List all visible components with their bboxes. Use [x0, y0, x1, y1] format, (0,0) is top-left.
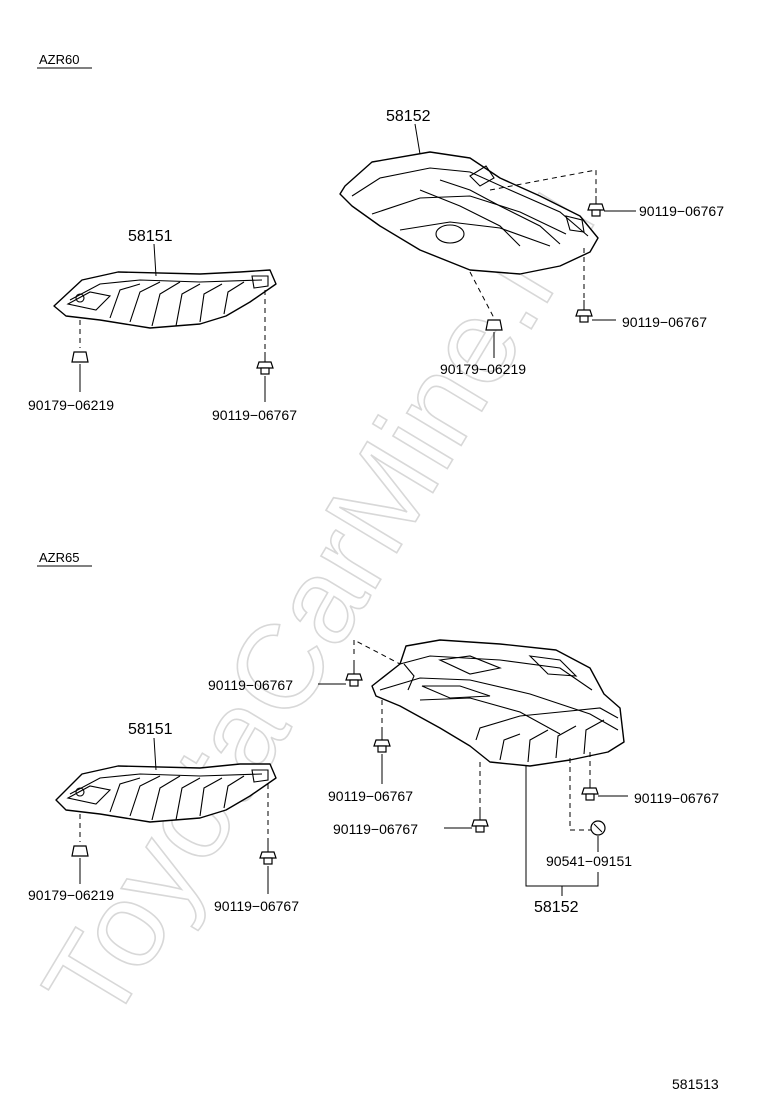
- bolt-icon: [581, 780, 599, 801]
- undercover-58151-azr65: [55, 763, 277, 823]
- label-bolt-right-lower-azr60: 90119−06767: [622, 314, 707, 330]
- label-bolt-top-left-azr65: 90119−06767: [208, 677, 293, 693]
- undercover-58152-azr60: [339, 151, 599, 275]
- clip-icon: [590, 820, 606, 836]
- figure-code: 581513: [672, 1076, 719, 1092]
- label-clip-azr65: 90541−09151: [546, 853, 632, 869]
- label-nut-left-azr60: 90179−06219: [28, 397, 114, 413]
- bolt-icon: [259, 842, 277, 865]
- label-bolt-left-azr60: 90119−06767: [212, 407, 297, 423]
- bolt-icon: [471, 812, 489, 833]
- section-title-azr60: AZR60: [39, 52, 79, 67]
- nut-icon: [71, 845, 89, 857]
- label-nut-left-azr65: 90179−06219: [28, 887, 114, 903]
- nut-icon: [485, 319, 503, 331]
- label-bolt-right-azr65: 90119−06767: [634, 790, 719, 806]
- label-nut-center-azr60: 90179−06219: [440, 361, 526, 377]
- label-bolt-mid-left-azr65: 90119−06767: [328, 788, 413, 804]
- label-bolt-right-upper-azr60: 90119−06767: [639, 203, 724, 219]
- bolt-icon: [345, 660, 363, 687]
- bolt-icon: [575, 300, 593, 323]
- undercover-58152-azr65: [371, 639, 625, 767]
- bolt-icon: [587, 196, 605, 217]
- label-58151-azr65: 58151: [128, 721, 173, 738]
- nut-icon: [71, 351, 89, 363]
- section-azr60: AZR60 58152 90119−06767: [28, 52, 724, 423]
- section-azr65: AZR65 90119−06767: [28, 550, 719, 916]
- undercover-58151-azr60: [53, 269, 277, 329]
- section-title-azr65: AZR65: [39, 550, 79, 565]
- bolt-icon: [373, 730, 391, 753]
- label-58151-azr60: 58151: [128, 228, 173, 245]
- bolt-icon: [256, 352, 274, 375]
- label-58152-azr65: 58152: [534, 899, 579, 916]
- label-58152-azr60: 58152: [386, 108, 431, 125]
- label-bolt-lower-left-azr65: 90119−06767: [333, 821, 418, 837]
- label-bolt-left-azr65: 90119−06767: [214, 898, 299, 914]
